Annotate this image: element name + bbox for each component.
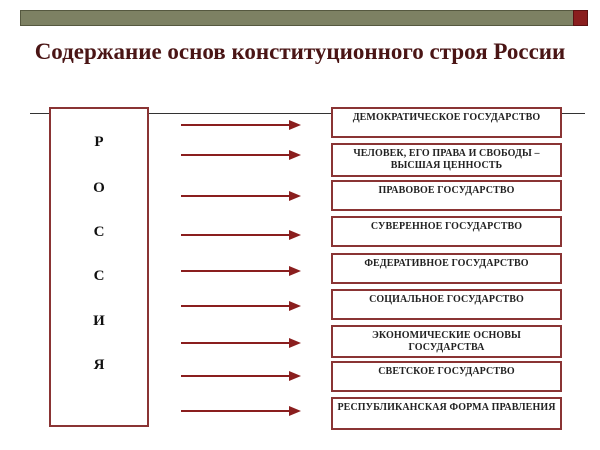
- title-underline: [30, 113, 585, 114]
- arrow-right-icon: [181, 301, 301, 311]
- arrow-right-icon: [181, 230, 301, 240]
- arrow-right-icon: [181, 266, 301, 276]
- principle-box-human-rights: ЧЕЛОВЕК, ЕГО ПРАВА И СВОБОДЫ – ВЫСШАЯ ЦЕ…: [331, 143, 562, 177]
- arrow-right-icon: [181, 191, 301, 201]
- principle-box-democratic: ДЕМОКРАТИЧЕСКОЕ ГОСУДАРСТВО: [331, 107, 562, 138]
- principle-box-federal: ФЕДЕРАТИВНОЕ ГОСУДАРСТВО: [331, 253, 562, 284]
- principle-box-republican: РЕСПУБЛИКАНСКАЯ ФОРМА ПРАВЛЕНИЯ: [331, 397, 562, 430]
- header-accent: [573, 10, 588, 26]
- russia-letter: С: [93, 224, 105, 240]
- slide-title: Содержание основ конституционного строя …: [34, 39, 566, 64]
- arrow-right-icon: [181, 150, 301, 160]
- principle-label: СОЦИАЛЬНОЕ ГОСУДАРСТВО: [369, 294, 524, 305]
- principle-box-rule-of-law: ПРАВОВОЕ ГОСУДАРСТВО: [331, 180, 562, 211]
- russia-letter: Р: [94, 134, 104, 150]
- principle-box-secular: СВЕТСКОЕ ГОСУДАРСТВО: [331, 361, 562, 392]
- principle-label: ФЕДЕРАТИВНОЕ ГОСУДАРСТВО: [364, 258, 529, 269]
- header-bar: [20, 10, 574, 26]
- russia-letter: Я: [93, 357, 105, 373]
- russia-letter: С: [93, 268, 105, 284]
- principle-label: СВЕТСКОЕ ГОСУДАРСТВО: [378, 366, 515, 377]
- principle-label: ЧЕЛОВЕК, ЕГО ПРАВА И СВОБОДЫ – ВЫСШАЯ ЦЕ…: [353, 148, 540, 171]
- principle-label: ПРАВОВОЕ ГОСУДАРСТВО: [378, 185, 515, 196]
- arrow-right-icon: [181, 120, 301, 130]
- arrow-right-icon: [181, 371, 301, 381]
- principle-label: СУВЕРЕННОЕ ГОСУДАРСТВО: [370, 221, 523, 232]
- arrow-right-icon: [181, 406, 301, 416]
- russia-letter: О: [93, 180, 105, 196]
- arrow-right-icon: [181, 338, 301, 348]
- principle-box-economic: ЭКОНОМИЧЕСКИЕ ОСНОВЫ ГОСУДАРСТВА: [331, 325, 562, 358]
- principle-box-social: СОЦИАЛЬНОЕ ГОСУДАРСТВО: [331, 289, 562, 320]
- principle-label: РЕСПУБЛИКАНСКАЯ ФОРМА ПРАВЛЕНИЯ: [337, 402, 556, 413]
- principle-label: ДЕМОКРАТИЧЕСКОЕ ГОСУДАРСТВО: [352, 112, 541, 123]
- principle-box-sovereign: СУВЕРЕННОЕ ГОСУДАРСТВО: [331, 216, 562, 247]
- principle-label: ЭКОНОМИЧЕСКИЕ ОСНОВЫ ГОСУДАРСТВА: [372, 330, 521, 353]
- russia-box: Р О С С И Я: [49, 107, 149, 427]
- russia-letter: И: [93, 313, 105, 329]
